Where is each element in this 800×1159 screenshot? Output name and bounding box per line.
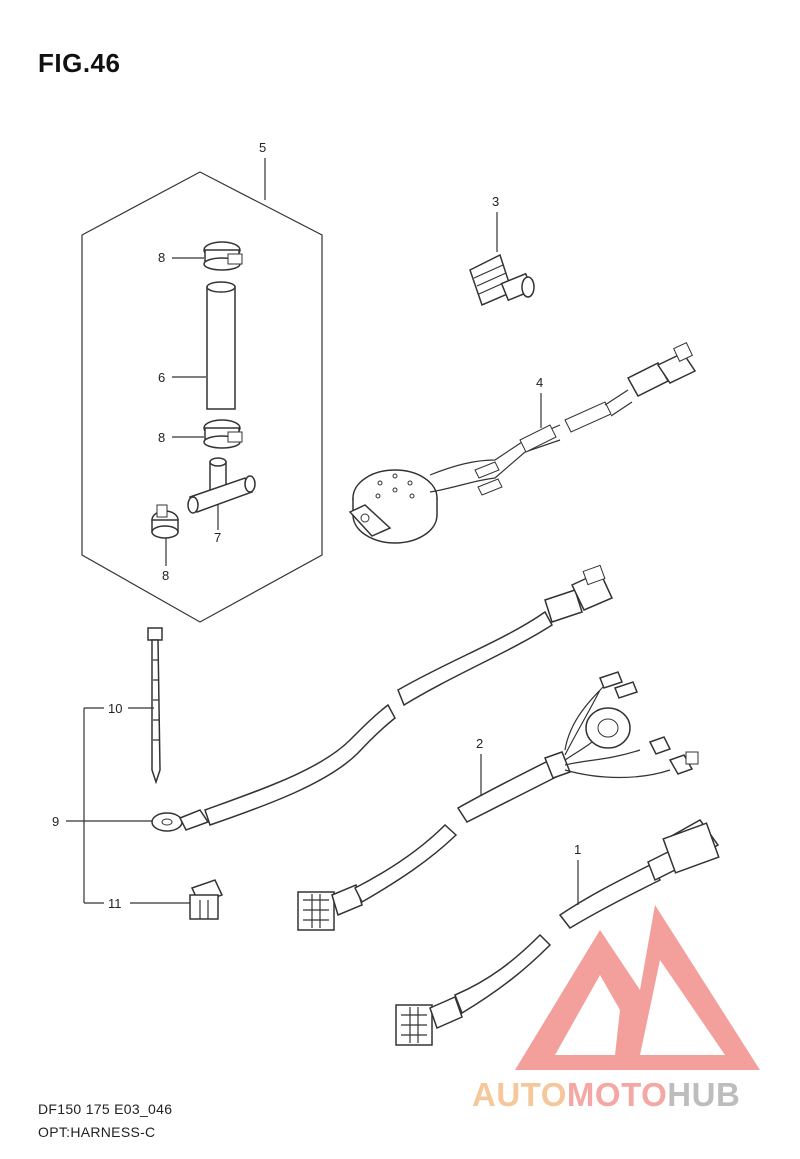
hose-clamp-8-lower [151,504,179,539]
watermark-auto: AUTO [472,1076,567,1113]
plug-3 [469,253,535,307]
callout-5: 5 [259,140,266,155]
hose-clamp-8-middle [203,419,243,449]
callout-8-middle: 8 [158,430,165,445]
callout-2: 2 [476,736,483,751]
watermark-moto: MOTO [566,1076,668,1113]
callout-10: 10 [108,701,122,716]
watermark-logo [515,905,760,1070]
cable-tie-10 [147,627,163,785]
fuse-11 [189,879,224,920]
callout-8-top: 8 [158,250,165,265]
diagram-name: OPT:HARNESS-C [38,1124,156,1140]
ground-wire-9 [151,564,614,832]
buzzer-harness-4 [348,342,697,544]
harness-2 [297,671,699,931]
callout-7: 7 [214,530,221,545]
watermark-hub: HUB [667,1076,741,1113]
hose-6 [206,281,236,410]
kit-outline-5 [81,171,323,623]
callout-3: 3 [492,194,499,209]
watermark-text: AUTOMOTOHUB [472,1076,740,1114]
callout-6: 6 [158,370,165,385]
t-joint-7 [187,457,256,514]
callout-11: 11 [108,896,122,911]
hose-clamp-8-top [203,241,243,271]
harness-1 [395,819,720,1046]
callout-4: 4 [536,375,543,390]
callout-8-lower: 8 [162,568,169,583]
figure-title: FIG.46 [38,48,121,78]
callout-1: 1 [574,842,581,857]
diagram-code: DF150 175 E03_046 [38,1101,173,1117]
callout-9: 9 [52,814,59,829]
